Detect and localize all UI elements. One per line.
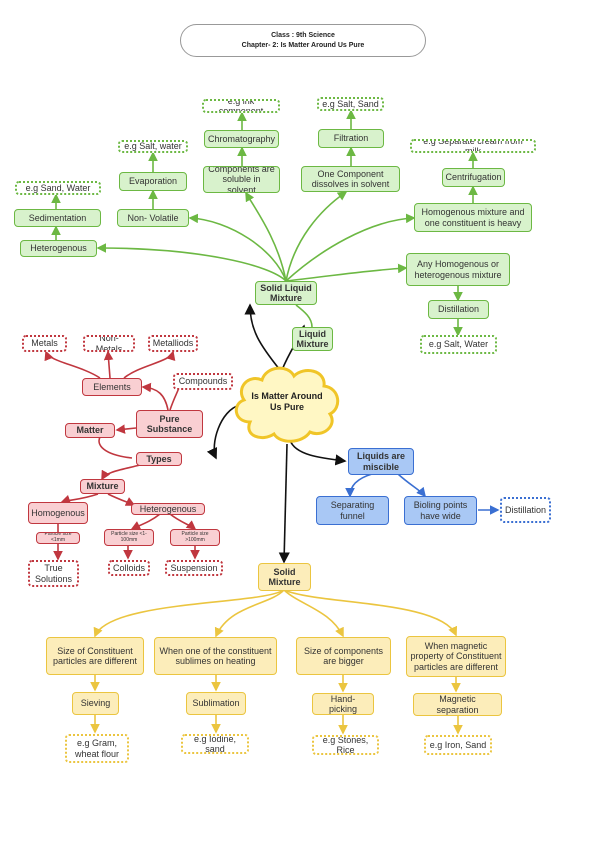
link-liquids-boiling	[397, 473, 427, 498]
size-different-node: Size of Constituent particles are differ…	[46, 637, 144, 675]
link-solid-magnetic	[283, 589, 458, 637]
colloids-node: Colloids	[108, 560, 150, 576]
link-mixture-homogenous	[60, 493, 99, 505]
link-center-solid	[278, 443, 290, 564]
magnetic-separation-node: Magnetic separation	[413, 693, 502, 716]
particle-size-mid-node: Particle size <1-100mm	[104, 529, 154, 546]
particle-size-large-node: Particle size >100mm	[170, 529, 220, 546]
sublimes-node: When one of the constituent sublimes on …	[154, 637, 277, 675]
link-liquids-funnel	[345, 473, 373, 498]
hand-picking-node: Hand- picking	[312, 693, 374, 715]
types-node: Types	[136, 452, 182, 466]
link-elements-metals	[44, 350, 101, 379]
liquids-distillation-node: Distillation	[500, 497, 551, 523]
evaporation-example: e.g Salt, water	[118, 140, 188, 153]
center-cloud-shape	[234, 366, 340, 443]
link-to-homogenous-heavy	[285, 213, 416, 282]
link-to-one-component	[285, 191, 348, 282]
chromatography-node: Chromatography	[204, 130, 279, 148]
centrifugation-node: Centrifugation	[442, 168, 505, 187]
evaporation-node: Evaporation	[119, 172, 187, 191]
centrifugation-example: e.g Separate cream from milk	[410, 139, 536, 153]
any-mixture-node: Any Homogenous or heterogenous mixture	[406, 253, 510, 286]
magnetic-example: e.g Iron, Sand	[424, 735, 492, 755]
heterogenous-mixture-node: Heterogenous	[131, 503, 205, 515]
boiling-points-node: Bioling points have wide	[404, 496, 477, 525]
metals-node: Metals	[22, 335, 67, 352]
link-solid-size-bigger	[283, 589, 344, 638]
suspension-node: Suspension	[165, 560, 223, 576]
link-to-components-soluble	[245, 191, 287, 282]
link-center-liquids	[289, 439, 347, 466]
center-topic-label: Is Matter Around Us Pure	[251, 391, 323, 412]
non-metals-node: Non- Metals	[83, 335, 135, 352]
distillation-node: Distillation	[428, 300, 489, 319]
link-pure-compounds	[169, 387, 180, 411]
chromatography-example: e.g ink component	[202, 99, 280, 113]
header-class-line: Class : 9th Science	[271, 31, 335, 39]
link-mixture-heterogenous	[107, 493, 136, 506]
link-to-any-mixture	[285, 263, 408, 282]
particle-size-small-node: Particle size <1mm	[36, 532, 80, 544]
chapter-header: Class : 9th Science Chapter- 2: Is Matte…	[180, 24, 426, 57]
solid-mixture-node: Solid Mixture	[258, 563, 311, 591]
separating-funnel-node: Separating funnel	[316, 496, 389, 525]
homogenous-node: Homogenous	[28, 502, 88, 524]
components-soluble-node: Components are soluble in solvent	[203, 166, 280, 193]
one-component-node: One Component dissolves in solvent	[301, 166, 400, 192]
link-heterogenous-large	[169, 513, 197, 530]
hand-picking-example: e.g Stones, Rice	[312, 735, 379, 755]
pure-substance-node: Pure Substance	[136, 410, 203, 438]
link-heterogenous-mid	[130, 513, 161, 530]
solid-liquid-mixture-node: Solid Liquid Mixture	[255, 281, 317, 305]
link-types-mixture	[101, 464, 141, 481]
liquids-miscible-node: Liquids are miscible	[348, 448, 414, 475]
link-solid-sublimes	[214, 589, 285, 638]
link-liquid-to-solid-liquid	[295, 304, 313, 328]
sublimation-node: Sublimation	[186, 692, 246, 715]
elements-node: Elements	[82, 378, 142, 396]
link-center-solid-liquid	[244, 303, 281, 371]
link-solid-size-different	[93, 589, 285, 638]
sieving-example: e.g Gram, wheat flour	[65, 734, 129, 763]
heterogenous-node: Heterogenous	[20, 240, 97, 257]
link-pure-elements	[141, 382, 169, 411]
link-matter-types	[98, 436, 133, 459]
size-bigger-node: Size of components are bigger	[296, 637, 391, 675]
header-chapter-line: Chapter- 2: Is Matter Around Us Pure	[241, 41, 365, 49]
homogenous-heavy-node: Homogenous mixture and one constituent i…	[414, 203, 532, 232]
sedimentation-example: e.g Sand, Water	[15, 181, 101, 195]
matter-node: Matter	[65, 423, 115, 438]
compounds-node: Compounds	[173, 373, 233, 390]
link-elements-metalloids	[123, 350, 176, 379]
liquid-mixture-node: Liquid Mixture	[292, 327, 333, 351]
link-elements-nonmetals	[103, 350, 114, 379]
link-center-types	[206, 404, 241, 460]
link-pure-matter	[115, 424, 137, 434]
filtration-node: Filtration	[318, 129, 384, 148]
sieving-node: Sieving	[72, 692, 119, 715]
sublimation-example: e.g Iodine, sand	[181, 734, 249, 754]
magnetic-property-node: When magnetic property of Constituent pa…	[406, 636, 506, 677]
link-to-non-volatile	[188, 213, 287, 282]
metalloids-node: Metalliods	[148, 335, 198, 352]
filtration-example: e.g Salt, Sand	[317, 97, 384, 111]
link-to-heterogenous	[96, 243, 287, 282]
sedimentation-node: Sedimentation	[14, 209, 101, 227]
non-volatile-node: Non- Volatile	[117, 209, 189, 227]
true-solutions-node: True Solutions	[28, 560, 79, 587]
distillation-example: e.g Salt, Water	[420, 335, 497, 354]
mixture-node: Mixture	[80, 479, 125, 494]
